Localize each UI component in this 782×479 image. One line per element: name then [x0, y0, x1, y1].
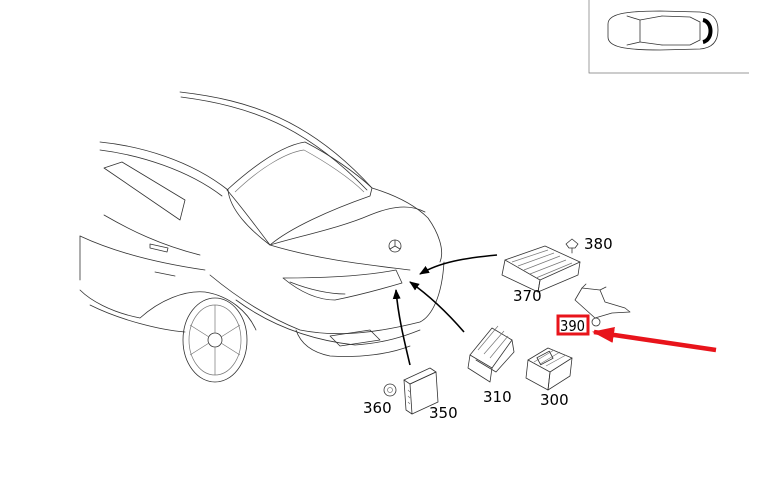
part-300-ecu-icon [525, 347, 573, 391]
highlight-callout [556, 314, 717, 353]
part-350-module-icon [403, 367, 439, 415]
part-360-grommet-icon [383, 383, 397, 397]
label-part-380: 380 [584, 235, 613, 253]
part-310-module-icon [467, 325, 515, 383]
label-part-300: 300 [540, 391, 569, 409]
brand-emblem-icon [388, 239, 402, 253]
part-390-bracket-icon [574, 283, 631, 327]
part-380-clip-icon [565, 238, 579, 254]
label-part-390: 390 [560, 317, 585, 335]
label-part-370: 370 [513, 287, 542, 305]
vehicle-overview-inset [588, 0, 749, 74]
car-top-view-icon [607, 10, 719, 51]
label-part-350: 350 [429, 404, 458, 422]
label-part-360: 360 [363, 399, 392, 417]
part-370-control-unit-icon [501, 245, 581, 293]
vehicle-rear-drawing [79, 91, 445, 383]
rear-wheel-icon [182, 297, 248, 383]
label-part-310: 310 [483, 388, 512, 406]
callout-arrows [392, 254, 498, 366]
